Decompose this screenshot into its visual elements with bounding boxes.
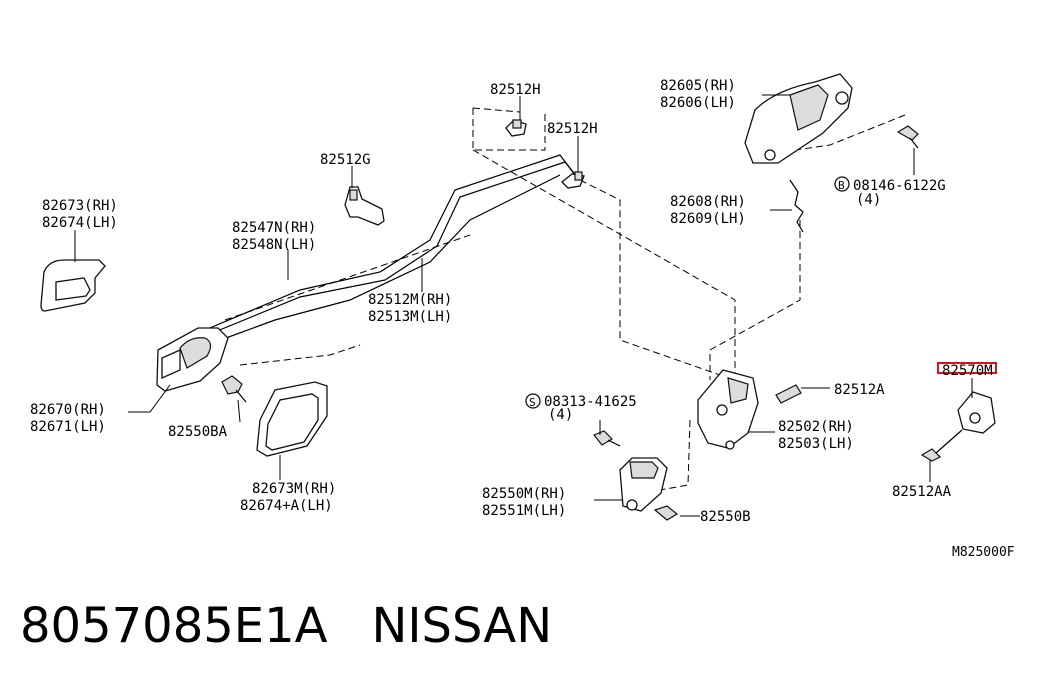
clip-82512h-right — [561, 171, 585, 189]
label-82671: 82671(LH) — [30, 419, 106, 435]
part-labels: 82512H 82512H 82512G 82605(RH) 82606(LH)… — [30, 78, 1015, 560]
actuator-82550m — [619, 457, 668, 512]
screw-82512aa — [920, 429, 963, 462]
label-08146-qty: (4) — [856, 192, 881, 208]
label-82670: 82670(RH) — [30, 402, 106, 418]
bolt-08146 — [896, 125, 919, 149]
bolt-symbol-b: B — [838, 179, 845, 192]
footer-title: 8057085E1A NISSAN — [20, 598, 596, 654]
bolt-symbol-s: S — [529, 396, 536, 409]
label-82674: 82674(LH) — [42, 215, 118, 231]
label-82548n: 82548N(LH) — [232, 237, 316, 253]
label-82512g: 82512G — [320, 152, 371, 168]
screw-82550b — [653, 505, 700, 521]
label-82551m: 82551M(LH) — [482, 503, 566, 519]
label-82605: 82605(RH) — [660, 78, 736, 94]
outside-handle-82605 — [744, 73, 853, 164]
label-82502: 82502(RH) — [778, 419, 854, 435]
label-82609: 82609(LH) — [670, 211, 746, 227]
screw-82550ba — [221, 375, 247, 403]
rods — [204, 154, 804, 343]
label-82674a: 82674+A(LH) — [240, 498, 333, 514]
screw-82512a — [775, 384, 830, 404]
label-82512m: 82512M(RH) — [368, 292, 452, 308]
label-82608: 82608(RH) — [670, 194, 746, 210]
bolt-symbol-b-icon — [834, 176, 850, 192]
part-number: 8057085E1A — [20, 598, 328, 654]
bracket-82570m — [957, 391, 996, 434]
clip-82512h-top — [505, 119, 527, 137]
brand-name: NISSAN — [371, 598, 553, 654]
escutcheon-82673 — [40, 259, 106, 312]
label-82512a: 82512A — [834, 382, 885, 398]
label-82570m: 82570M — [942, 363, 993, 379]
label-82673: 82673(RH) — [42, 198, 118, 214]
highlight-box — [937, 362, 997, 374]
label-08146: 08146-6122G — [853, 178, 946, 194]
label-82673m: 82673M(RH) — [252, 481, 336, 497]
label-82513m: 82513M(LH) — [368, 309, 452, 325]
label-08313-qty: (4) — [548, 407, 573, 423]
figure-code: M825000F — [952, 545, 1015, 560]
label-82503: 82503(LH) — [778, 436, 854, 452]
label-82512h-right: 82512H — [547, 121, 598, 137]
label-82550b: 82550B — [700, 509, 751, 525]
inside-handle-82670 — [156, 327, 229, 392]
label-82547n: 82547N(RH) — [232, 220, 316, 236]
escutcheon-82673m — [256, 381, 328, 457]
bolt-08313 — [593, 430, 621, 447]
clip-82512g — [344, 186, 385, 226]
leader-lines — [74, 94, 973, 501]
label-82550ba: 82550BA — [168, 424, 228, 440]
label-82606: 82606(LH) — [660, 95, 736, 111]
label-82512aa: 82512AA — [892, 484, 952, 500]
bolt-symbol-s-icon — [525, 393, 541, 409]
label-82512h-top: 82512H — [490, 82, 541, 98]
door-lock-82502 — [697, 369, 759, 450]
label-08313: 08313-41625 — [544, 394, 637, 410]
label-82550m: 82550M(RH) — [482, 486, 566, 502]
parts-diagram: 82512H 82512H 82512G 82605(RH) 82606(LH)… — [30, 73, 1015, 560]
